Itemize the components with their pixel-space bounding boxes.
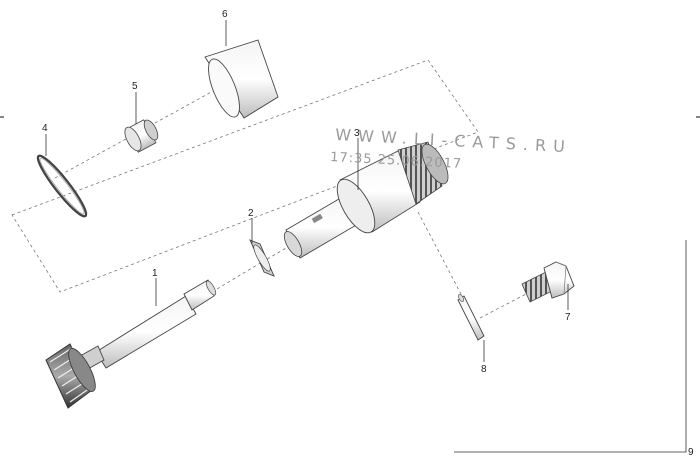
- part-2-thrust-washer: [249, 239, 275, 277]
- callout-9: 9: [688, 447, 694, 458]
- callout-8: 8: [481, 364, 487, 375]
- part-7-bolt: [521, 261, 575, 303]
- centerline-pin: [417, 211, 463, 297]
- centerline-bolt: [479, 291, 531, 319]
- leader-line-9: [454, 240, 687, 453]
- part-4-o-ring: [36, 154, 88, 218]
- part-6-bushing: [204, 39, 279, 119]
- watermark-timestamp: 17:35 25.06.2017: [330, 150, 463, 172]
- assembly-group-outline: [11, 59, 479, 293]
- part-8-pin: [457, 294, 485, 341]
- callout-4: 4: [42, 123, 48, 134]
- callout-1: 1: [152, 268, 158, 279]
- callout-7: 7: [565, 312, 571, 323]
- part-3-gear-housing: [283, 141, 449, 259]
- part-1-pinion-shaft: [45, 279, 217, 409]
- callout-2: 2: [248, 208, 254, 219]
- part-5-seal: [124, 119, 159, 153]
- callout-3: 3: [354, 128, 360, 139]
- callout-5: 5: [132, 81, 138, 92]
- callout-6: 6: [222, 9, 228, 20]
- centerline-shaft: [211, 261, 263, 293]
